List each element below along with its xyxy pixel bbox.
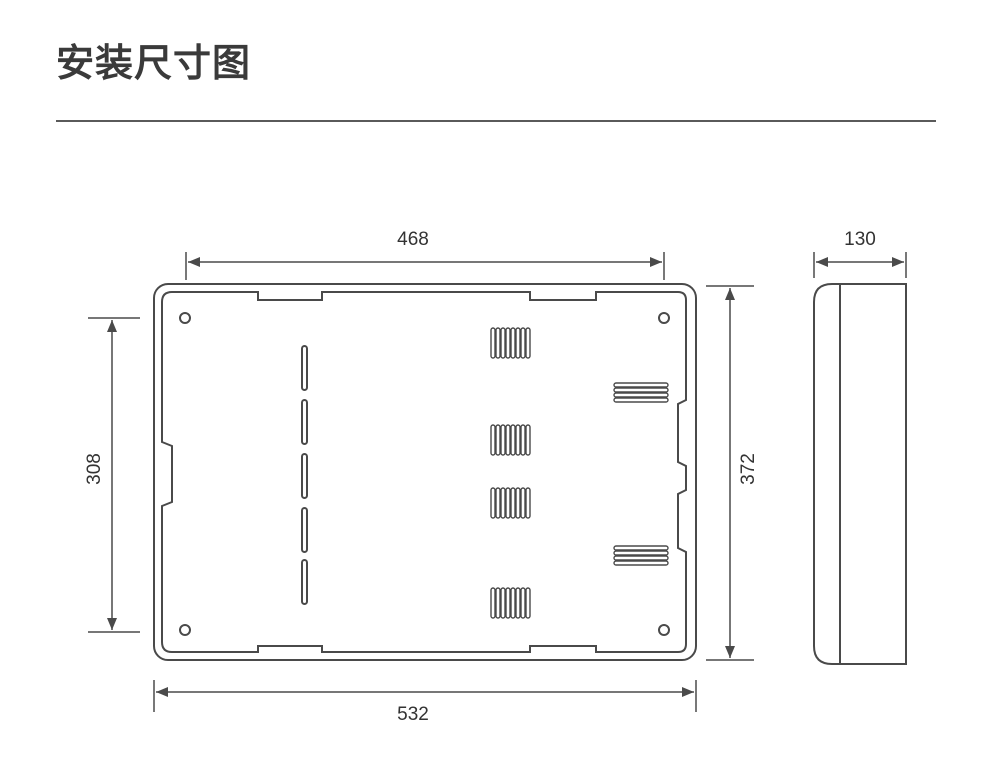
title-divider <box>56 120 936 122</box>
vent-block <box>490 487 531 519</box>
mounting-hole <box>179 624 191 636</box>
box-outer-outline <box>153 283 697 661</box>
vertical-slot <box>301 399 308 445</box>
vent-block <box>490 327 531 359</box>
vent-group <box>490 327 669 619</box>
vertical-slot <box>301 559 308 605</box>
dimension-inner-width-label: 468 <box>397 229 429 250</box>
vent-block <box>490 587 531 619</box>
mounting-hole <box>179 312 191 324</box>
side-view <box>813 283 907 665</box>
page-title: 安装尺寸图 <box>56 41 252 85</box>
side-profile <box>813 283 907 665</box>
box-inner-outline <box>161 291 687 653</box>
dimension-depth-label: 130 <box>844 229 876 250</box>
dimension-lines <box>88 252 907 712</box>
dimension-outer-width-label: 532 <box>397 704 429 725</box>
mounting-hole <box>658 312 670 324</box>
dimension-inner-height-label: 308 <box>84 453 105 485</box>
vertical-slot <box>301 507 308 553</box>
vent-block-horizontal <box>613 545 669 566</box>
vent-block <box>490 424 531 456</box>
front-view <box>153 283 697 661</box>
mounting-hole <box>658 624 670 636</box>
vertical-slot <box>301 453 308 499</box>
dimension-outer-height-label: 372 <box>738 453 759 485</box>
vent-block-horizontal <box>613 382 669 403</box>
vertical-slot <box>301 345 308 391</box>
